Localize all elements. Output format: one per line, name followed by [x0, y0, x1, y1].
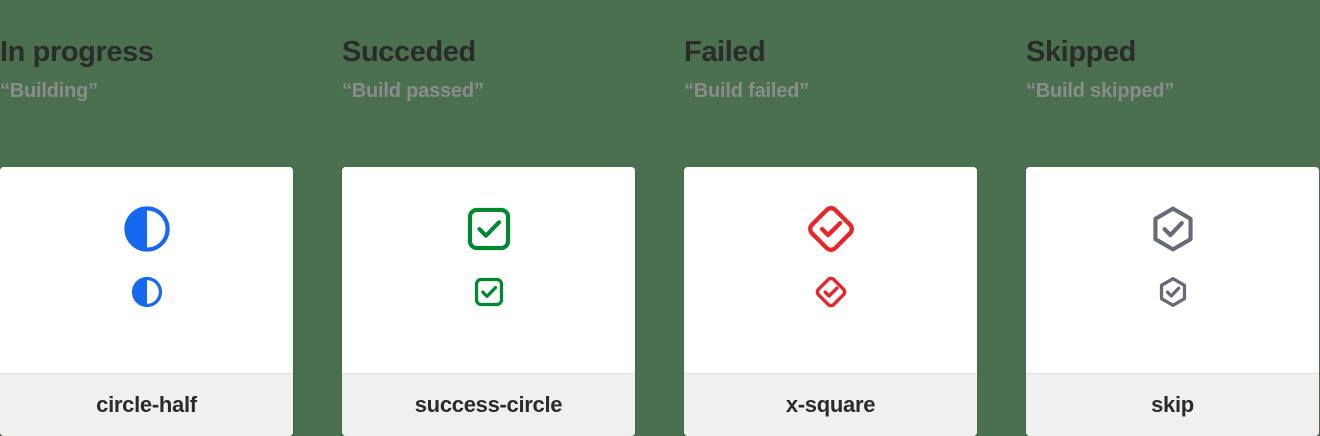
icon-name-label: x-square — [785, 392, 876, 417]
column-header: In progress “Building” — [0, 0, 294, 103]
column-header: Skipped “Build skipped” — [978, 0, 1320, 103]
column-subtitle: “Build passed” — [342, 80, 484, 103]
x-square-icon-small — [814, 275, 848, 309]
icon-name-label: success-circle — [414, 392, 563, 417]
icon-name-footer: success-circle — [342, 373, 635, 436]
skip-icon-small — [1156, 275, 1190, 309]
column-title: Skipped — [1026, 36, 1136, 68]
icon-name-label: skip — [1151, 392, 1194, 417]
icon-name-footer: circle-half — [0, 373, 293, 436]
status-column-failed: Failed “Build failed” — [636, 0, 978, 436]
icon-card[interactable]: circle-half — [0, 167, 293, 436]
icon-card[interactable]: success-circle — [342, 167, 635, 436]
status-column-succeded: Succeded “Build passed” — [294, 0, 636, 436]
column-header: Failed “Build failed” — [636, 0, 978, 103]
skip-icon — [1147, 203, 1199, 255]
status-column-in-progress: In progress “Building” — [0, 0, 294, 436]
column-header: Succeded “Build passed” — [294, 0, 636, 103]
status-column-skipped: Skipped “Build skipped” — [978, 0, 1320, 436]
column-subtitle: “Building” — [0, 80, 98, 103]
x-square-icon — [805, 203, 857, 255]
column-title: Succeded — [342, 36, 476, 68]
icon-preview-area — [342, 167, 635, 373]
success-circle-icon-small — [472, 275, 506, 309]
icon-card[interactable]: x-square — [684, 167, 977, 436]
circle-half-icon-small — [130, 275, 164, 309]
icon-name-label: circle-half — [96, 392, 197, 417]
success-circle-icon — [463, 203, 515, 255]
icon-preview-area — [684, 167, 977, 373]
column-subtitle: “Build skipped” — [1026, 80, 1175, 103]
column-subtitle: “Build failed” — [684, 80, 809, 103]
icon-preview-area — [0, 167, 293, 373]
column-title: In progress — [0, 36, 154, 68]
icon-name-footer: x-square — [684, 373, 977, 436]
icon-card[interactable]: skip — [1026, 167, 1319, 436]
icon-preview-area — [1026, 167, 1319, 373]
icon-name-footer: skip — [1026, 373, 1319, 436]
circle-half-icon — [121, 203, 173, 255]
column-title: Failed — [684, 36, 766, 68]
